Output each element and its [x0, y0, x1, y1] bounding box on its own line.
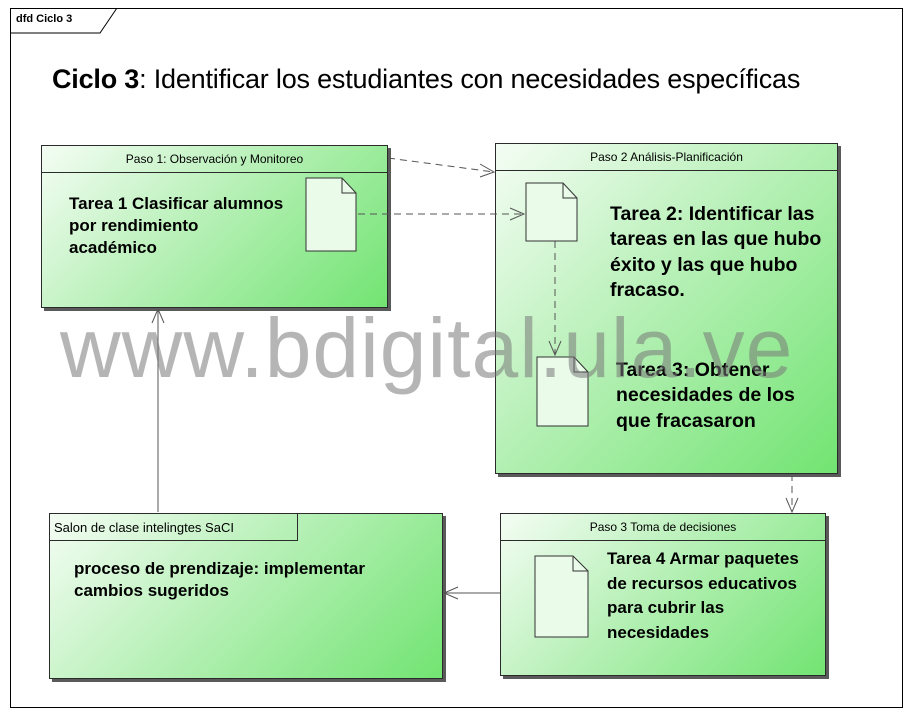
paso2-task3: Tarea 3: Obtener necesidades de los que …: [616, 359, 795, 432]
frame-label: dfd Ciclo 3: [16, 13, 73, 25]
watermark-text: www.bdigital.ula.ve: [60, 301, 794, 395]
frame-tab: [10, 8, 118, 34]
paso3-header: Paso 3 Toma de decisiones: [501, 514, 825, 541]
salon-box[interactable]: Salon de clase intelingtes SaCI proceso …: [49, 513, 443, 679]
salon-header: Salon de clase intelingtes SaCI: [50, 514, 298, 541]
diagram-title: Ciclo 3: Identificar los estudiantes con…: [52, 64, 800, 95]
paso1-header: Paso 1: Observación y Monitoreo: [42, 146, 387, 173]
paso3-task: Tarea 4 Armar paquetes de recursos educa…: [607, 549, 799, 642]
paso2-header: Paso 2 Análisis-Planificación: [496, 144, 837, 171]
title-rest: : Identificar los estudiantes con necesi…: [139, 64, 801, 94]
document-icon-2: [525, 182, 578, 242]
paso1-task: Tarea 1 Clasificar alumnos por rendimien…: [69, 194, 284, 258]
document-icon-4: [534, 555, 589, 638]
document-icon-1: [305, 177, 357, 252]
paso2-task2: Tarea 2: Identificar las tareas en las q…: [610, 203, 822, 302]
salon-task: proceso de prendizaje: implementar cambi…: [74, 559, 365, 601]
title-bold: Ciclo 3: [52, 64, 140, 94]
document-icon-3: [536, 356, 589, 427]
